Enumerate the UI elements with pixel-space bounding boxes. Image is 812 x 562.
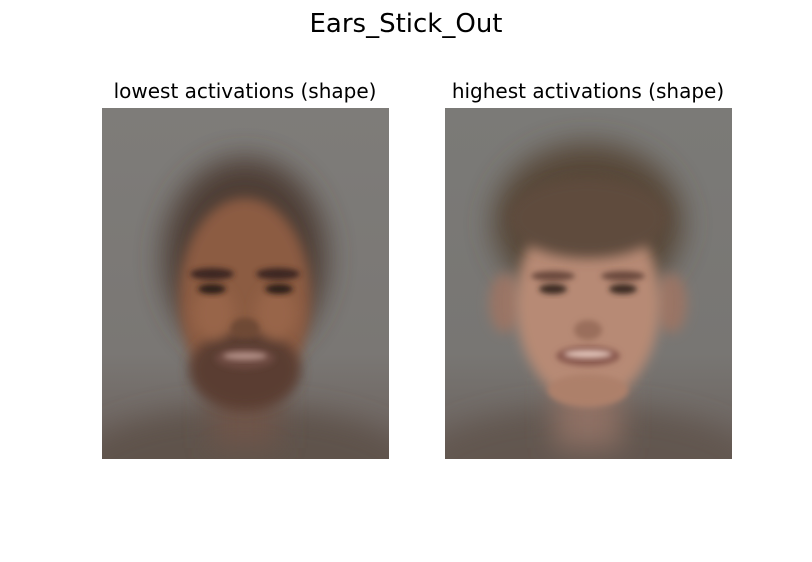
- face-image-highest: [445, 108, 732, 459]
- face-image-lowest: [102, 108, 389, 459]
- panel-title-highest: highest activations (shape): [451, 79, 725, 103]
- panel-title-lowest: lowest activations (shape): [113, 79, 377, 103]
- figure-title: Ears_Stick_Out: [309, 9, 503, 39]
